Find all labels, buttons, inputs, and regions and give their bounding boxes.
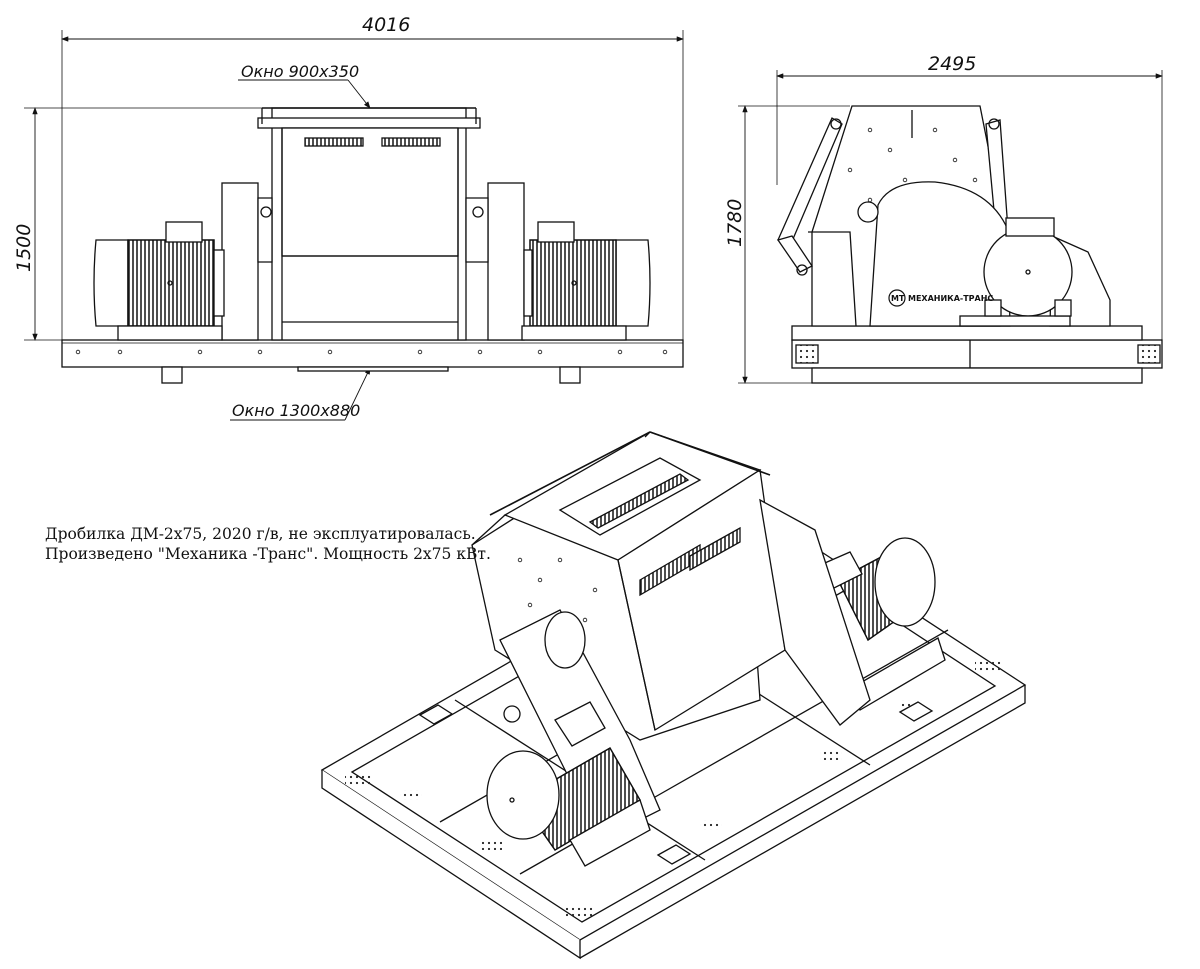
side-logo-text: МЕХАНИКА-ТРАНС	[908, 294, 993, 303]
description-caption: Дробилка ДМ-2х75, 2020 г/в, не эксплуати…	[45, 524, 515, 564]
side-height-dimension: 1780	[724, 199, 746, 247]
caption-line-1: Дробилка ДМ-2х75, 2020 г/в, не эксплуати…	[45, 525, 476, 543]
caption-line-2: Произведено "Механика -Транс". Мощность …	[45, 545, 491, 563]
side-logo-badge: МТ	[891, 294, 905, 303]
bottom-opening-label: Окно 1300х880	[232, 401, 360, 420]
isometric-view	[320, 431, 1027, 960]
front-width-dimension: 4016	[362, 14, 410, 36]
side-width-dimension: 2495	[928, 53, 976, 75]
side-view	[738, 70, 1163, 384]
front-height-dimension: 1500	[13, 224, 35, 272]
top-opening-label: Окно 900х350	[241, 62, 359, 81]
front-view	[24, 30, 684, 421]
